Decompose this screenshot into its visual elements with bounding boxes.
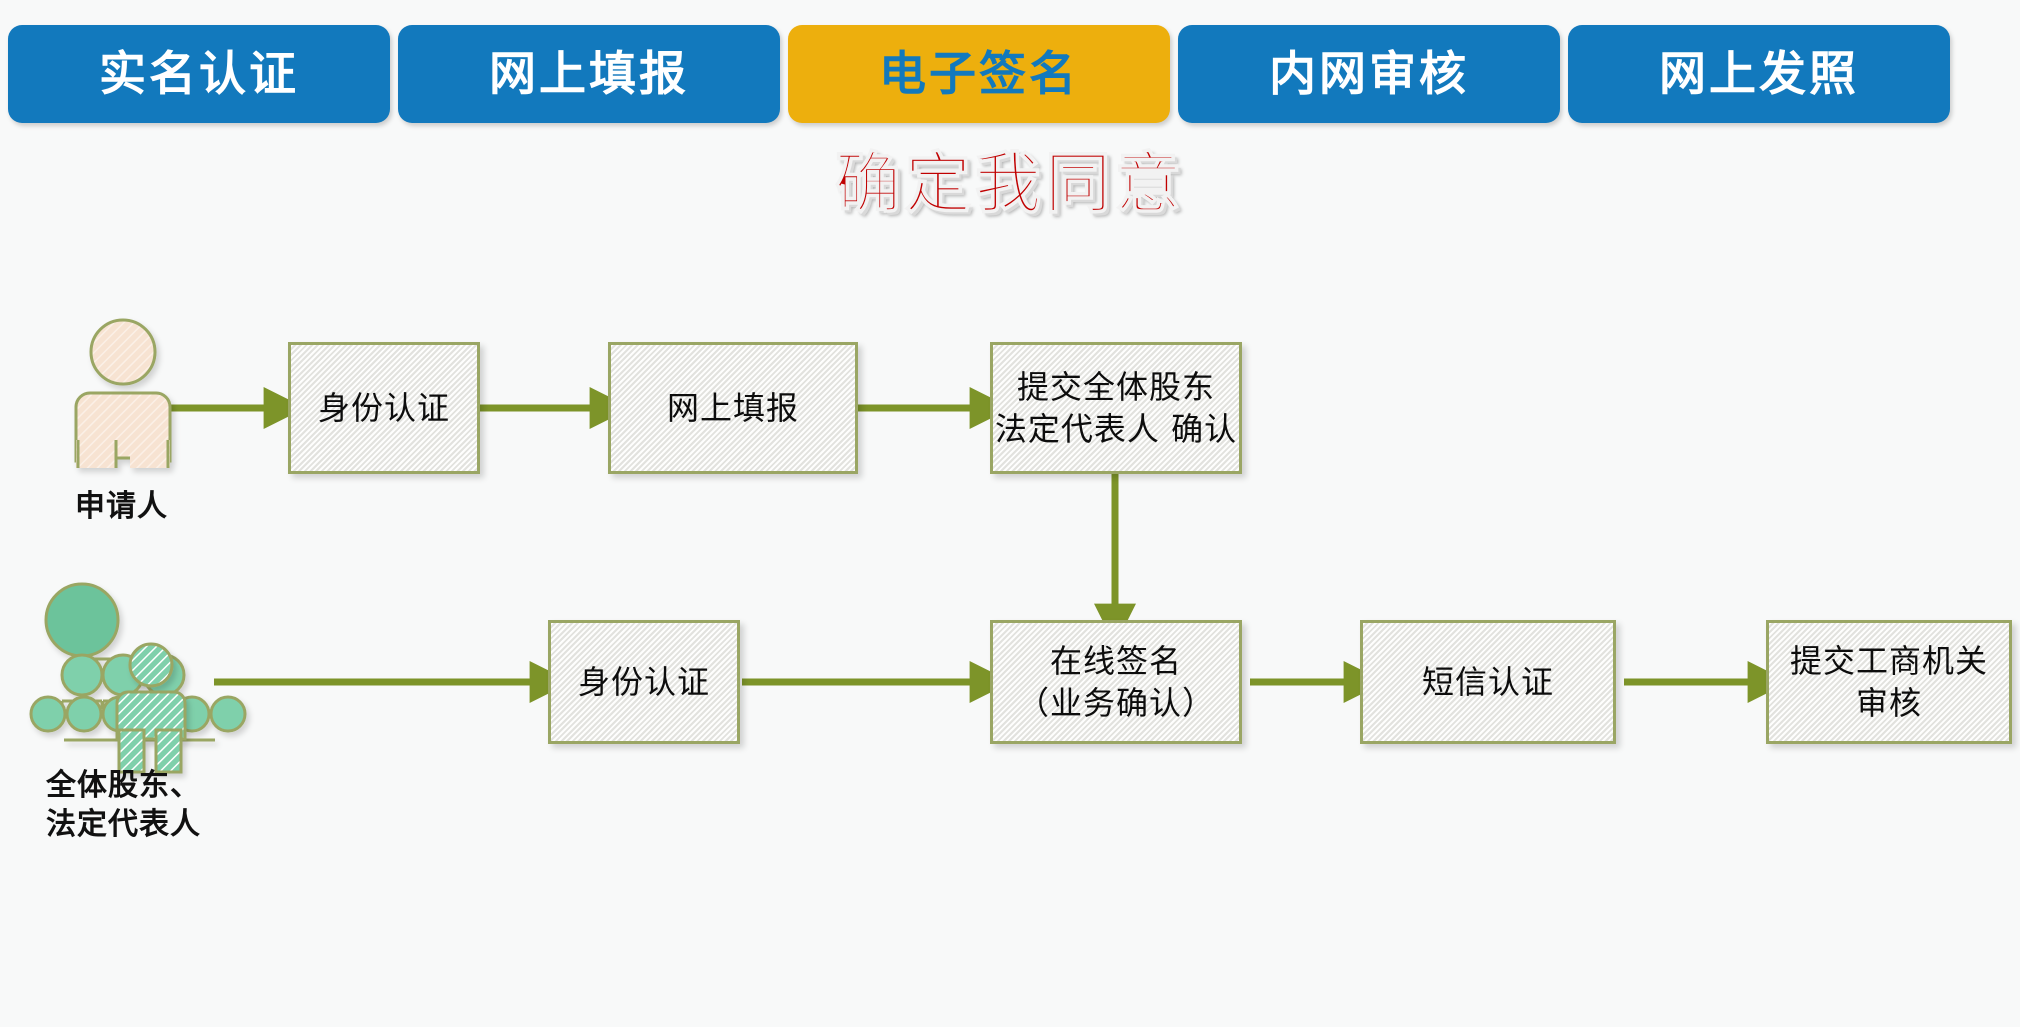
tab-intranet-review[interactable]: 内网审核 (1178, 25, 1560, 123)
process-box-online-filing[interactable]: 网上填报 (608, 342, 858, 474)
tab-label: 实名认证 (99, 46, 299, 102)
process-tab-bar: 实名认证 网上填报 电子签名 内网审核 网上发照 (0, 0, 2020, 140)
process-box-online-sign[interactable]: 在线签名 （业务确认） (990, 620, 1242, 744)
process-box-label: 身份认证 (577, 662, 710, 701)
process-box-sms-auth[interactable]: 短信认证 (1360, 620, 1616, 744)
legal-representative-person-icon (115, 642, 187, 774)
process-box-label: 提交全体股东 法定代表人 确认 (994, 367, 1238, 448)
tab-label: 网上发照 (1659, 46, 1859, 102)
process-box-label: 提交工商机关 审核 (1789, 641, 1988, 722)
process-box-submit-confirm[interactable]: 提交全体股东 法定代表人 确认 (990, 342, 1242, 474)
process-box-label: 在线签名 （业务确认） (1016, 641, 1215, 722)
process-box-label: 网上填报 (666, 388, 799, 427)
tab-label: 网上填报 (489, 46, 689, 102)
tab-online-license-issue[interactable]: 网上发照 (1568, 25, 1950, 123)
page-title: 确定我同意 (834, 145, 1185, 222)
actor-label-applicant: 申请人 (75, 489, 168, 524)
tab-real-name-authentication[interactable]: 实名认证 (8, 25, 390, 123)
actor-label-shareholders: 全体股东、 法定代表人 (46, 768, 201, 842)
tab-label: 电子签名 (879, 46, 1079, 102)
process-box-id-auth-2[interactable]: 身份认证 (548, 620, 740, 744)
process-box-label: 身份认证 (317, 388, 450, 427)
process-box-label: 短信认证 (1421, 662, 1554, 701)
process-box-submit-review[interactable]: 提交工商机关 审核 (1766, 620, 2012, 744)
process-box-id-auth-1[interactable]: 身份认证 (288, 342, 480, 474)
person-icon (74, 318, 172, 468)
tab-label: 内网审核 (1269, 46, 1469, 102)
tab-electronic-signature[interactable]: 电子签名 (788, 25, 1170, 123)
tab-online-filing[interactable]: 网上填报 (398, 25, 780, 123)
